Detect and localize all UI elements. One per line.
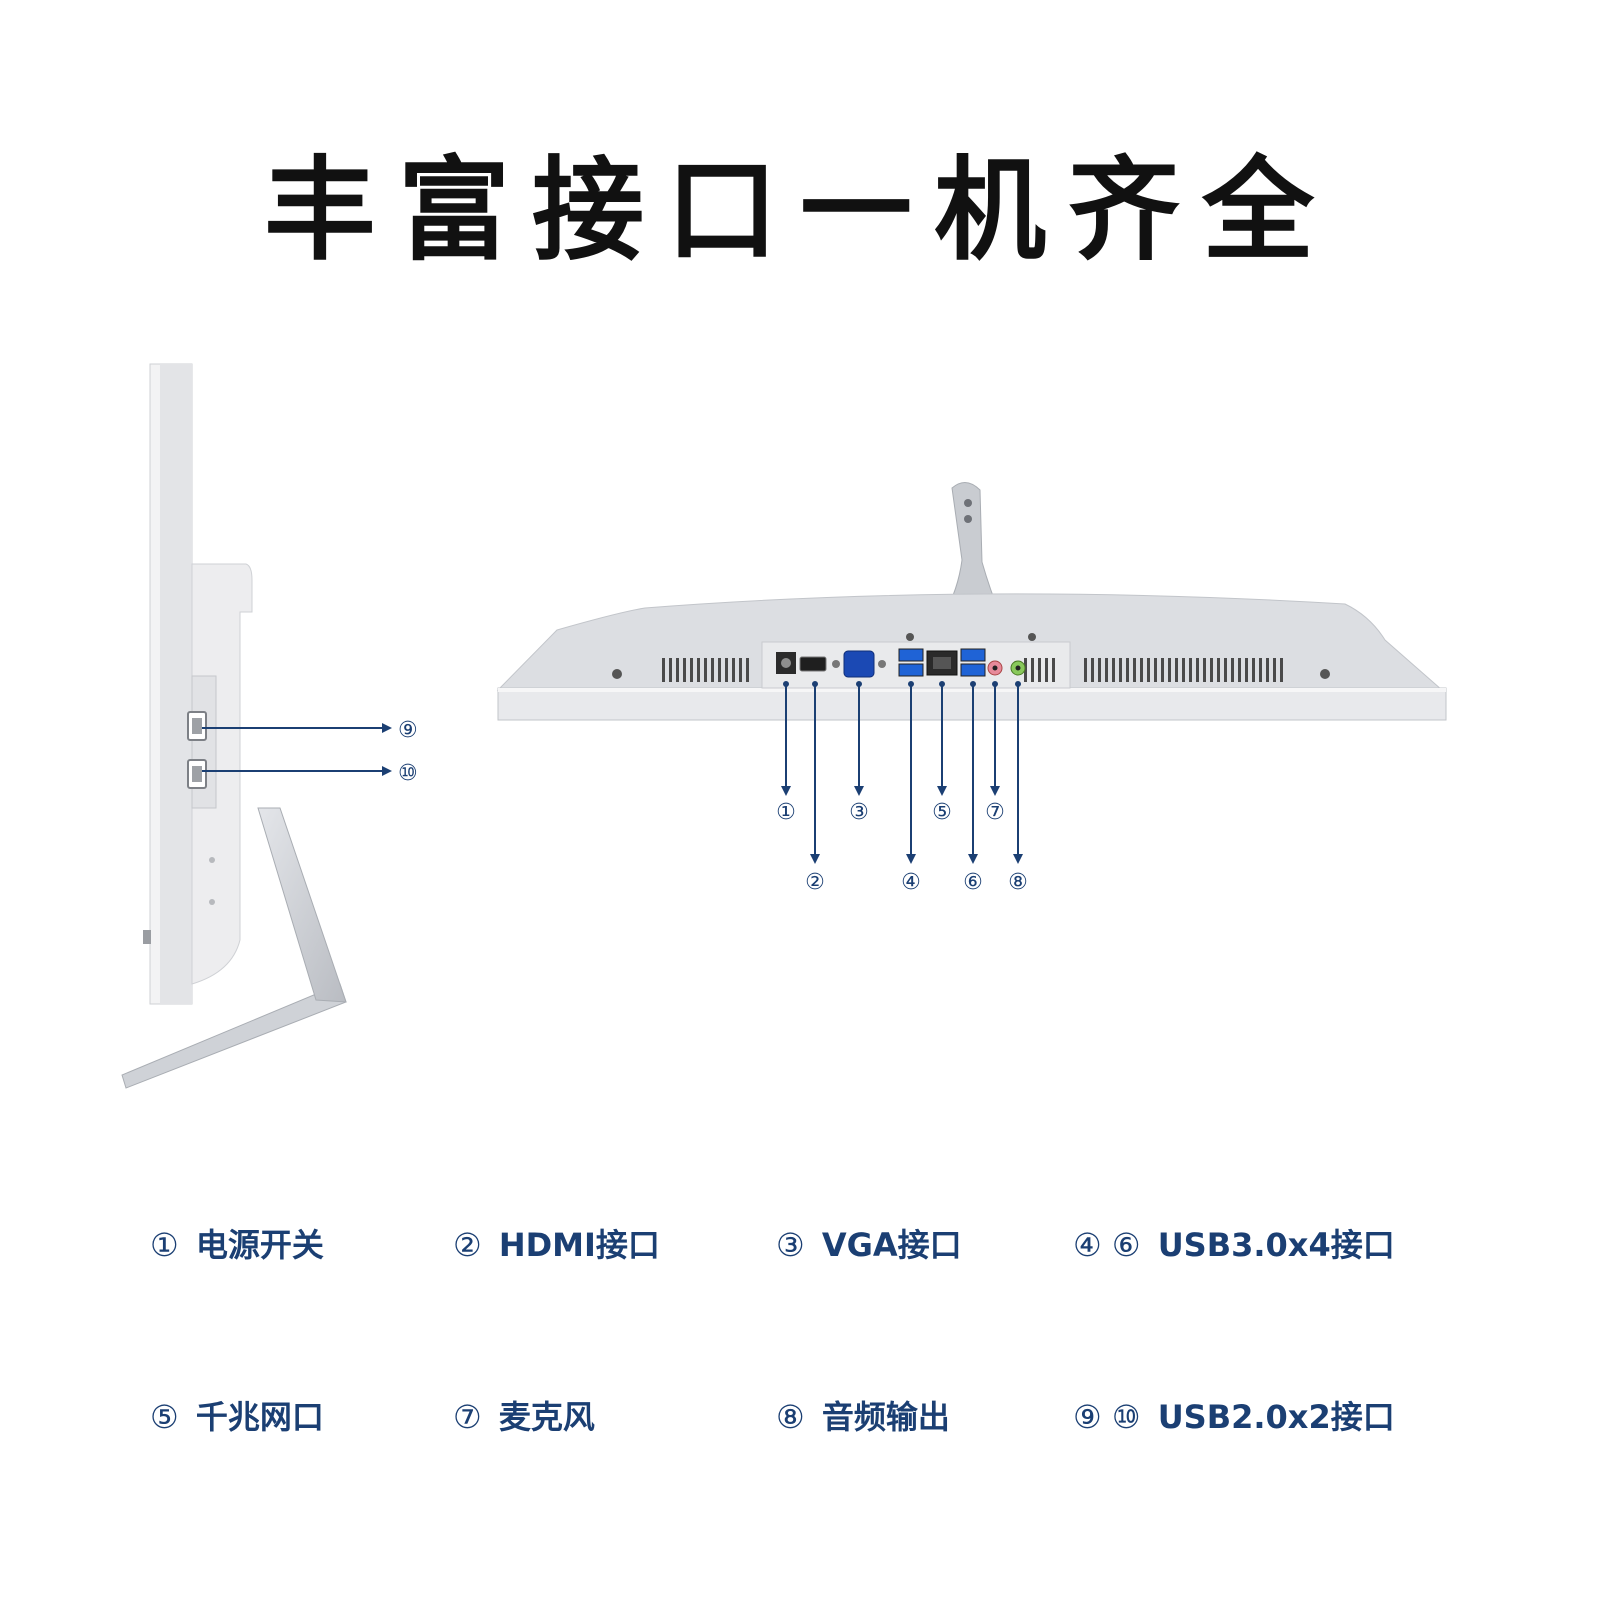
vent-slot [1196, 658, 1199, 682]
vent-slot [711, 658, 714, 682]
legend-number: ⑨ ⑩ [1073, 1398, 1141, 1436]
vent-slot [1210, 658, 1213, 682]
vent-slot [725, 658, 728, 682]
legend-item-lan: ⑤ 千兆网口 [150, 1392, 324, 1438]
vent-slot [732, 658, 735, 682]
legend-number: ④ ⑥ [1073, 1226, 1141, 1264]
legend-number: ② [453, 1226, 482, 1264]
legend-label: HDMI接口 [498, 1226, 660, 1264]
usb3-port-a [898, 648, 924, 662]
hdmi-port [799, 656, 827, 672]
vent-slot [1091, 658, 1094, 682]
callout-5: ⑤ [932, 800, 952, 825]
legend-item-vga: ③ VGA接口 [776, 1220, 962, 1266]
legend-item-usb3: ④ ⑥ USB3.0x4接口 [1073, 1220, 1395, 1266]
legend-number: ⑤ [150, 1398, 179, 1436]
vent-slot [662, 658, 665, 682]
vent-slot [690, 658, 693, 682]
callout-8: ⑧ [1008, 870, 1028, 895]
vent-slot [669, 658, 672, 682]
vent-slots [662, 658, 1283, 682]
callout-9: ⑨ [398, 718, 418, 743]
callout-6: ⑥ [963, 870, 983, 895]
legend-label: VGA接口 [821, 1226, 962, 1264]
vent-slot [1252, 658, 1255, 682]
vent-slot [683, 658, 686, 682]
legend-number: ③ [776, 1226, 805, 1264]
vent-slot [1038, 658, 1041, 682]
legend-label: 千兆网口 [195, 1398, 324, 1436]
legend-label: USB2.0x2接口 [1157, 1398, 1395, 1436]
vent-slot [1175, 658, 1178, 682]
vent-slot [1140, 658, 1143, 682]
vent-slot [704, 658, 707, 682]
vent-slot [1133, 658, 1136, 682]
vent-slot [1182, 658, 1185, 682]
legend-item-power: ① 电源开关 [150, 1220, 324, 1266]
side-view-monitor [121, 363, 347, 1089]
vga-port [843, 650, 875, 678]
bottom-callouts: ① ② ③ ④ ⑤ ⑥ ⑦ ⑧ [776, 681, 1028, 895]
legend-label: 音频输出 [821, 1398, 950, 1436]
vent-slot [746, 658, 749, 682]
vent-slot [1245, 658, 1248, 682]
legend-label: 电源开关 [195, 1226, 324, 1264]
callout-10: ⑩ [398, 761, 418, 786]
page-title: 丰富接口一机齐全 [264, 146, 1336, 276]
legend-item-audio-out: ⑧ 音频输出 [776, 1392, 950, 1438]
vent-slot [1031, 658, 1034, 682]
vent-slot [1224, 658, 1227, 682]
vent-slot [1189, 658, 1192, 682]
vent-slot [1119, 658, 1122, 682]
vent-slot [1126, 658, 1129, 682]
stand-arm [257, 807, 347, 1003]
usb3-port-b [898, 663, 924, 677]
side-callouts: ⑨ ⑩ [202, 718, 418, 786]
vent-slot [1203, 658, 1206, 682]
vent-slot [1161, 658, 1164, 682]
legend-number: ⑧ [776, 1398, 805, 1436]
legend-number: ① [150, 1226, 179, 1264]
legend-label: 麦克风 [498, 1398, 595, 1436]
vent-slot [1147, 658, 1150, 682]
callout-3: ③ [849, 800, 869, 825]
vent-slot [1217, 658, 1220, 682]
legend-number: ⑦ [453, 1398, 482, 1436]
stand-neck [943, 482, 1001, 615]
vent-slot [1259, 658, 1262, 682]
vent-slot [1052, 658, 1055, 682]
callout-4: ④ [901, 870, 921, 895]
usb3-port-d [960, 663, 986, 677]
legend-item-mic: ⑦ 麦克风 [453, 1392, 595, 1438]
vent-slot [1266, 658, 1269, 682]
vent-slot [697, 658, 700, 682]
vent-slot [718, 658, 721, 682]
vent-slot [1084, 658, 1087, 682]
legend-label: USB3.0x4接口 [1157, 1226, 1395, 1264]
vent-slot [1024, 658, 1027, 682]
vent-slot [676, 658, 679, 682]
vent-slot [1280, 658, 1283, 682]
back-housing [191, 563, 253, 985]
callout-1: ① [776, 800, 796, 825]
usb3-port-c [960, 648, 986, 662]
vent-slot [1154, 658, 1157, 682]
vent-slot [1231, 658, 1234, 682]
vent-slot [1045, 658, 1048, 682]
vent-slot [1238, 658, 1241, 682]
vent-slot [1105, 658, 1108, 682]
vent-slot [1168, 658, 1171, 682]
vent-slot [1273, 658, 1276, 682]
callout-7: ⑦ [985, 800, 1005, 825]
callout-2: ② [805, 870, 825, 895]
legend-item-usb2: ⑨ ⑩ USB2.0x2接口 [1073, 1392, 1395, 1438]
vent-slot [1098, 658, 1101, 682]
legend-item-hdmi: ② HDMI接口 [453, 1220, 660, 1266]
vent-slot [739, 658, 742, 682]
vent-slot [1112, 658, 1115, 682]
